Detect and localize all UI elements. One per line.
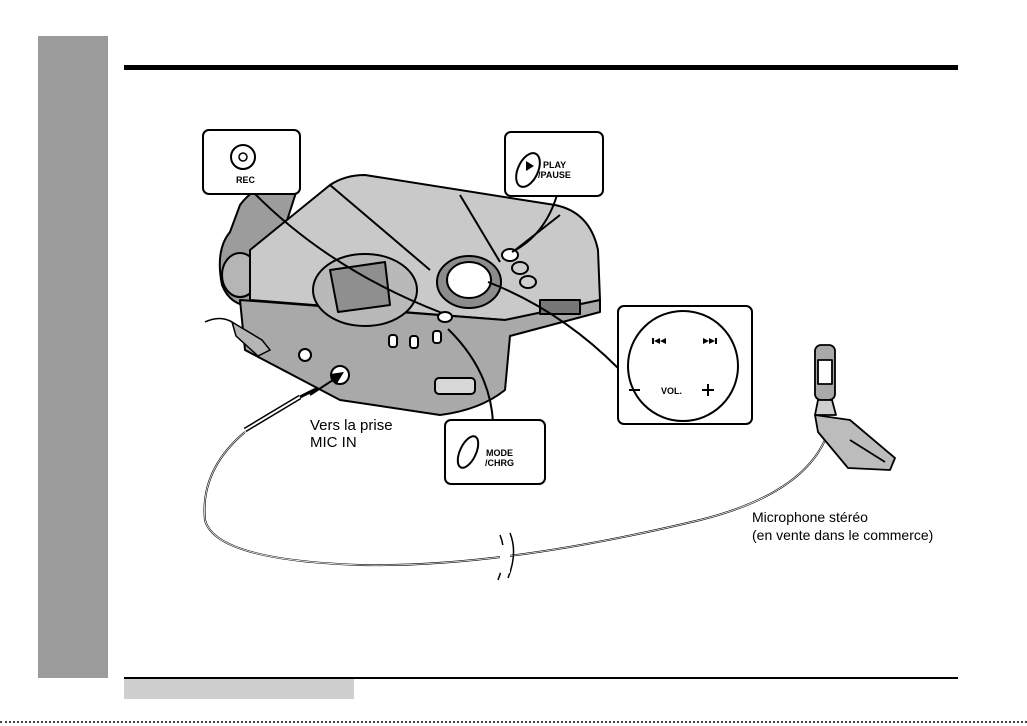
mode-label: MODE <box>486 448 513 458</box>
pause-label: /PAUSE <box>538 170 571 180</box>
rec-label: REC <box>236 175 255 185</box>
volume-minus-icon <box>629 389 640 391</box>
mic-in-label-line2: MIC IN <box>310 434 357 451</box>
jog-dial-icon <box>628 311 738 421</box>
microphone-label-line1: Microphone stéréo <box>752 509 868 526</box>
minidisc-recorder <box>220 175 600 415</box>
chrg-label: /CHRG <box>485 458 514 468</box>
vol-label: VOL. <box>661 386 682 396</box>
microphone-label-line2: (en vente dans le commerce) <box>752 527 933 544</box>
mic-in-label-line1: Vers la prise <box>310 417 393 434</box>
stereo-microphone <box>815 345 895 470</box>
play-label: PLAY <box>543 160 566 170</box>
